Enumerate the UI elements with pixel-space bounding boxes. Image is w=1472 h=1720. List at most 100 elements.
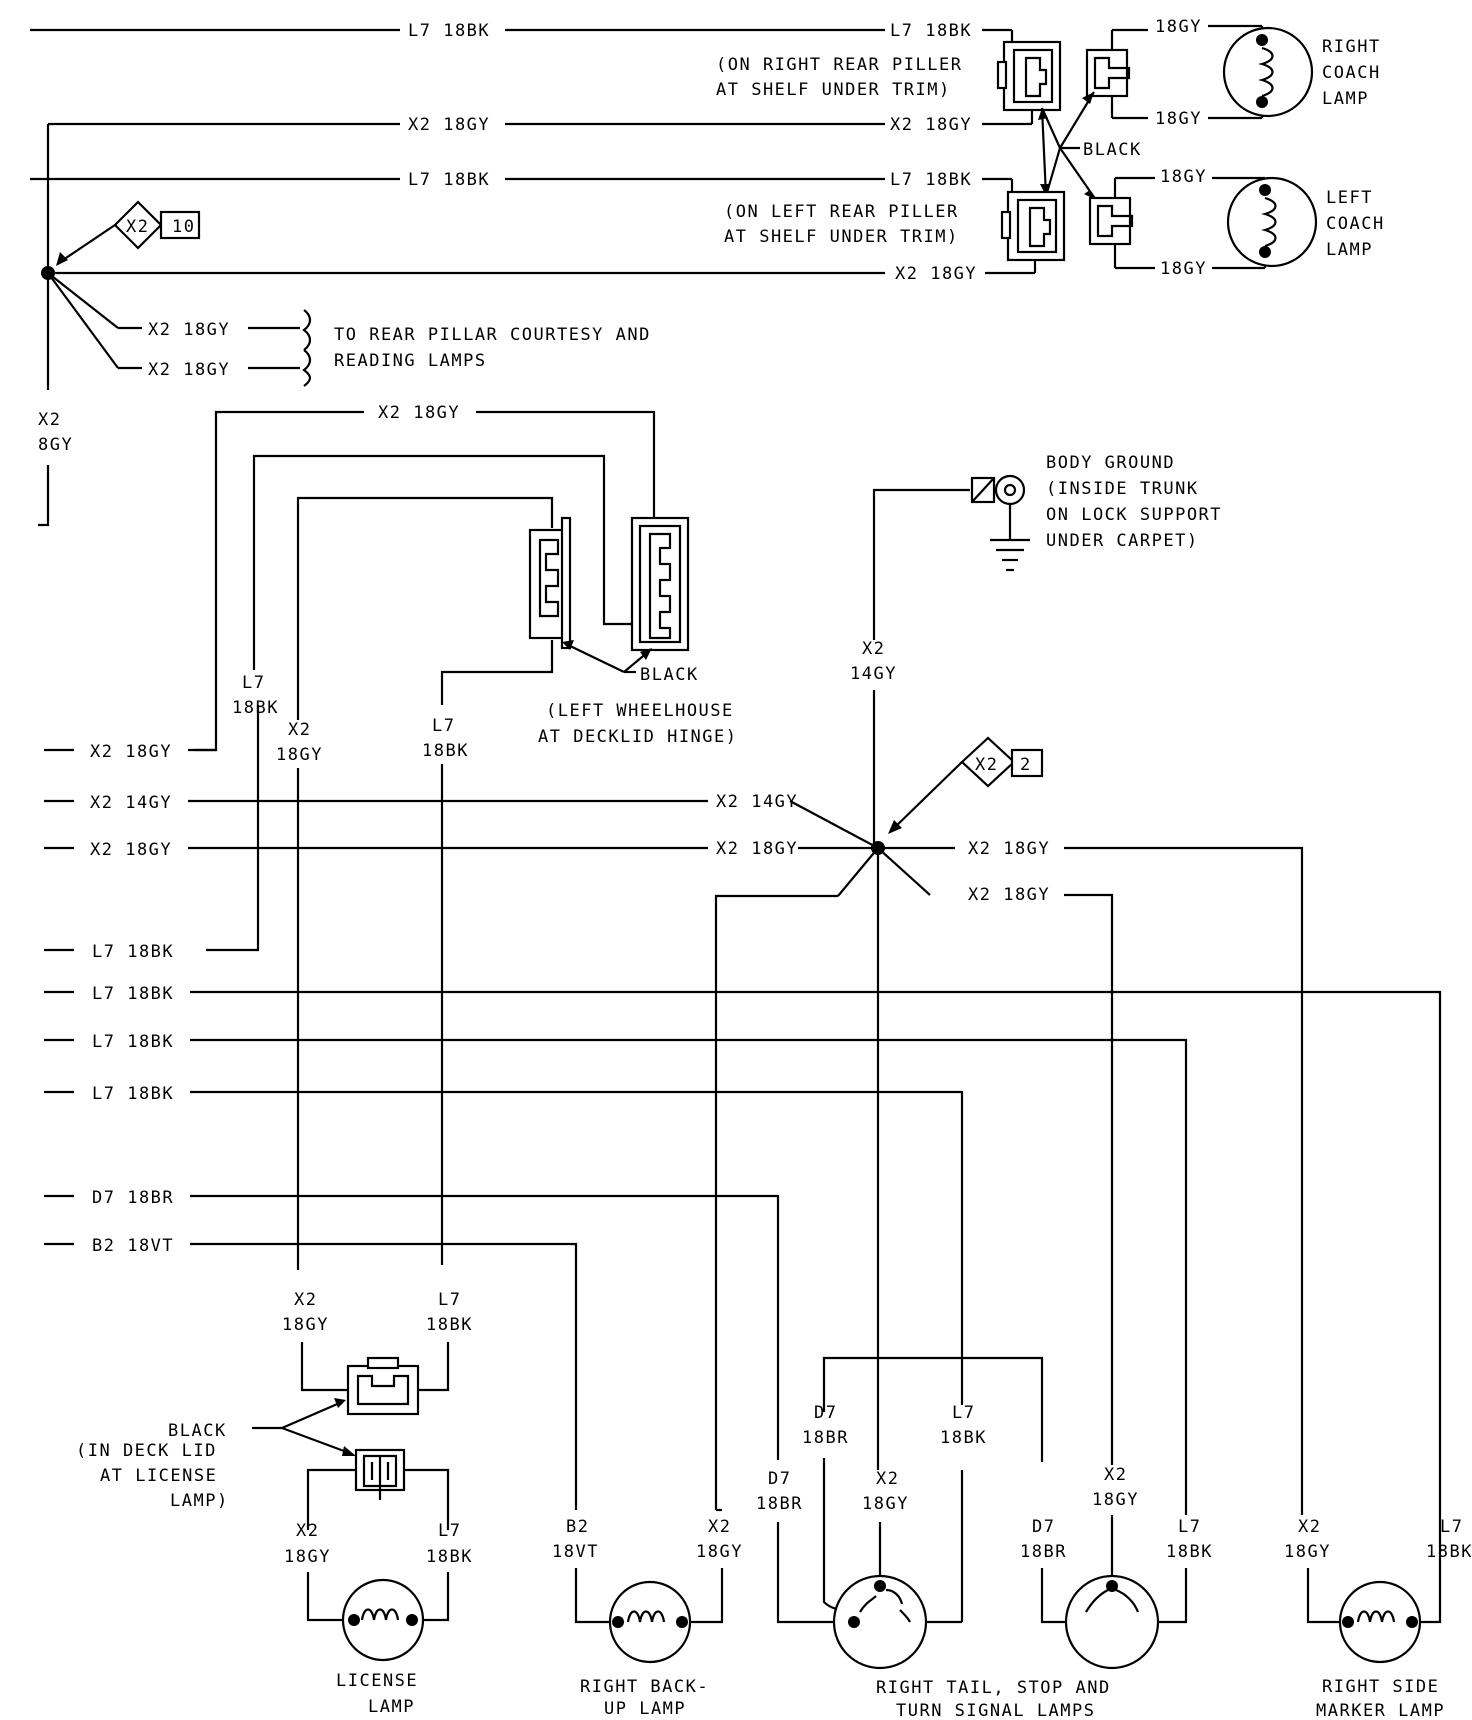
lamp-wire-label: X2 (1104, 1465, 1127, 1485)
entry-label: B2 18VT (92, 1236, 174, 1256)
courtesy-note: TO REAR PILLAR COURTESY AND (334, 325, 651, 345)
lic-black-note: LAMP) (170, 1491, 229, 1511)
marker-lamp (1306, 1568, 1442, 1664)
coach-black-arrows (1038, 91, 1097, 201)
lic-label: L7 (438, 1521, 461, 1541)
splice-wire-label: X2 14GY (716, 792, 798, 812)
courtesy-wires: X2 18GY X2 18GY (118, 309, 312, 387)
splice-upper (41, 124, 201, 390)
left-pillar-note: AT SHELF UNDER TRIM) (724, 227, 959, 247)
lic-label: L7 (438, 1290, 461, 1310)
lamp-label: RIGHT BACK- (580, 1677, 709, 1697)
left-coach-label: LEFT (1326, 188, 1373, 208)
wire-label: 18GY (1160, 259, 1207, 279)
lamp-wire-label: 18BR (1020, 1542, 1067, 1562)
lic-label: 18BK (426, 1547, 473, 1567)
entry-label: L7 18BK (92, 1084, 174, 1104)
left-vertical-label: 8GY (38, 435, 73, 455)
lamp-label: RIGHT SIDE (1322, 1677, 1439, 1697)
lamp-label: LAMP (368, 1697, 415, 1717)
wire-label: 18GY (1155, 17, 1202, 37)
wire-label: L7 18BK (408, 21, 490, 41)
left-coach-wires: 18GY 18GY (1115, 167, 1267, 279)
lamp-wire-label: 18GY (696, 1542, 743, 1562)
deck-label: 18BK (232, 698, 279, 718)
wheelhouse-connector (528, 516, 690, 674)
entry-label: L7 18BK (92, 984, 174, 1004)
right-coach-lamp (1222, 26, 1314, 118)
right-pillar-note: (ON RIGHT REAR PILLER (716, 55, 962, 75)
left-pillar-connector (1000, 190, 1066, 262)
lamp-wire-label: 18GY (1284, 1542, 1331, 1562)
ground-wire-label: X2 (862, 639, 885, 659)
right-coach-socket (1085, 30, 1131, 118)
lamp-wire-label: 18BK (940, 1428, 987, 1448)
deck-label: L7 (432, 716, 455, 736)
entry-label: D7 18BR (92, 1188, 174, 1208)
ground-note: ON LOCK SUPPORT (1046, 505, 1222, 525)
lamp-wire-label: 18BK (1426, 1542, 1472, 1562)
coach-black-label: BLACK (1083, 140, 1142, 160)
left-coach-socket (1088, 178, 1134, 268)
deck-label: 18GY (276, 745, 323, 765)
splice-wire-label: X2 18GY (968, 839, 1050, 859)
body-ground (872, 474, 1030, 640)
lamp-label: MARKER LAMP (1316, 1701, 1445, 1720)
lic-label: X2 (296, 1521, 319, 1541)
lic-black-note: (IN DECK LID (76, 1441, 217, 1461)
lic-label: 18GY (284, 1547, 331, 1567)
wire-label: X2 18GY (378, 403, 460, 423)
wire-label: X2 18GY (408, 115, 490, 135)
entry-label: L7 18BK (92, 1032, 174, 1052)
lamp-wire-label: X2 (876, 1469, 899, 1489)
lamp-wire-label: L7 (1178, 1517, 1201, 1537)
wire-x2-right: X2 18GY X2 18GY (48, 108, 1034, 135)
lamp-label: UP LAMP (604, 1699, 686, 1719)
lamp-wire-label: B2 (566, 1517, 589, 1537)
lamp-wire-label: D7 (1032, 1517, 1055, 1537)
splice-circuit: X2 (975, 755, 998, 775)
deck-label: X2 (288, 720, 311, 740)
lamp-wire-label: D7 (814, 1403, 837, 1423)
lamp-label: TURN SIGNAL LAMPS (896, 1701, 1096, 1720)
ground-note: (INSIDE TRUNK (1046, 479, 1199, 499)
splice-wire-label: X2 18GY (716, 839, 798, 859)
turn-lamp (1040, 1405, 1188, 1670)
wire-label: X2 18GY (148, 320, 230, 340)
deck-label: 18BK (422, 741, 469, 761)
splice-wire-label: X2 18GY (968, 885, 1050, 905)
right-coach-label: LAMP (1322, 89, 1369, 109)
entry-label: X2 14GY (90, 793, 172, 813)
lamp-wire-label: 18BK (1166, 1542, 1213, 1562)
wire-label: L7 18BK (408, 170, 490, 190)
lic-label: 18BK (426, 1315, 473, 1335)
left-coach-label: LAMP (1326, 240, 1373, 260)
wire-l7-top: L7 18BK L7 18BK (30, 21, 1014, 44)
wheelhouse-black-label: BLACK (640, 665, 699, 685)
left-vertical-label: X2 (38, 410, 61, 430)
deck-label: L7 (242, 673, 265, 693)
left-entries: X2 18GY X2 14GY X2 18GY L7 18BK L7 18BK … (44, 742, 1442, 1575)
right-coach-label: RIGHT (1322, 37, 1381, 57)
lic-black-note: AT LICENSE (100, 1466, 217, 1486)
wire-x2-left: X2 18GY (48, 257, 1037, 284)
entry-label: X2 18GY (90, 840, 172, 860)
wire-label: 18GY (1155, 109, 1202, 129)
courtesy-note: READING LAMPS (334, 351, 487, 371)
wire-l7-left: L7 18BK L7 18BK (30, 170, 1014, 195)
lic-label: X2 (294, 1290, 317, 1310)
splice-circuit: X2 (126, 217, 149, 237)
wire-label: X2 18GY (890, 115, 972, 135)
wire-label: L7 18BK (890, 21, 972, 41)
license-connector (252, 1342, 450, 1530)
lic-black-note: BLACK (168, 1421, 227, 1441)
lamp-wire-label: L7 (952, 1403, 975, 1423)
lamp-wire-label: 18GY (1092, 1490, 1139, 1510)
wheelhouse-note: AT DECKLID HINGE) (538, 727, 738, 747)
tail-harness (822, 1356, 1044, 1622)
left-vertical-wire (38, 465, 50, 527)
left-pillar-note: (ON LEFT REAR PILLER (724, 202, 959, 222)
entry-label: X2 18GY (90, 742, 172, 762)
deck-harness: X2 18GY (194, 403, 656, 952)
